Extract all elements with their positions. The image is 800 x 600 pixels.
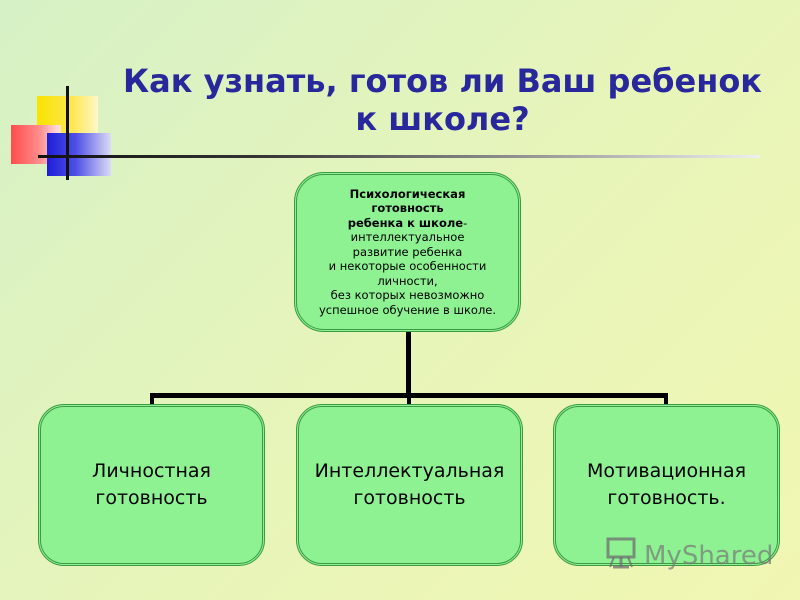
watermark-text: MyShared: [644, 541, 774, 571]
connector-drop-middle: [407, 393, 411, 405]
deco-horizontal-line: [38, 155, 760, 158]
root-text-line: интеллектуальное: [350, 230, 465, 245]
title-line-2: к школе?: [355, 100, 530, 138]
page-title: Как узнать, готов ли Ваш ребенок к школе…: [115, 62, 770, 138]
presentation-board-icon: [604, 536, 644, 577]
node-line-1: Личностная: [92, 460, 211, 482]
root-bold-line: Психологическая: [349, 186, 466, 201]
node-line-2: готовность: [353, 487, 466, 509]
root-bold-line: ребенка к школе: [347, 215, 464, 230]
connector-drop-left: [150, 393, 154, 405]
deco-blue-square: [47, 133, 111, 176]
node-line-1: Интеллектуальная: [314, 460, 505, 482]
root-bold-suffix: -: [463, 215, 468, 230]
root-text-line: личности,: [377, 273, 438, 288]
node-motivational-readiness: Мотивационная готовность.: [553, 404, 780, 566]
node-line-2: готовность.: [607, 487, 726, 509]
root-text-line: без которых невозможно: [330, 288, 485, 303]
node-line-1: Мотивационная: [586, 460, 747, 482]
deco-vertical-line: [66, 86, 69, 180]
root-text-line: успешное обучение в школе.: [318, 302, 497, 317]
watermark: MyShared: [604, 536, 773, 576]
node-line-2: готовность: [95, 487, 208, 509]
root-text-line: и некоторые особенности: [328, 259, 487, 274]
node-personal-readiness: Личностная готовность: [38, 404, 265, 566]
connector-vertical: [406, 332, 411, 395]
connector-drop-right: [664, 393, 668, 405]
root-bold-line: готовность: [371, 201, 444, 216]
diagram-root-node: Психологическая готовность ребенка к шко…: [294, 172, 521, 332]
node-intellectual-readiness: Интеллектуальная готовность: [296, 404, 523, 566]
title-line-1: Как узнать, готов ли Ваш ребенок: [122, 62, 763, 100]
root-text-line: развитие ребенка: [352, 244, 463, 259]
